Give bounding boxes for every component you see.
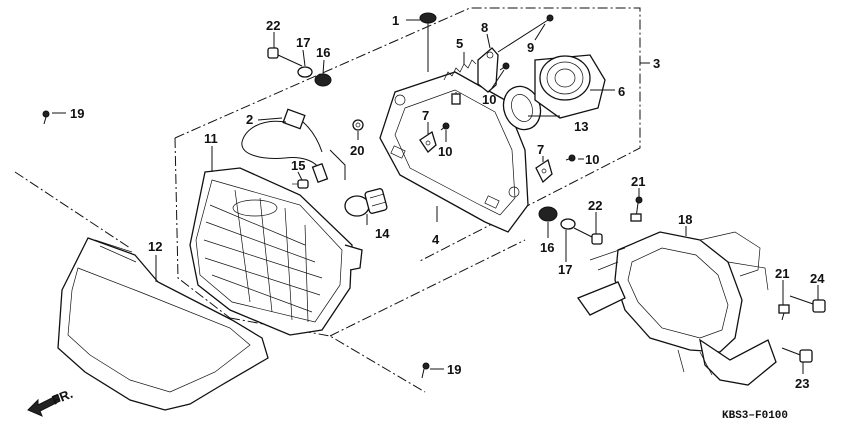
callout-1: 1	[392, 13, 399, 28]
adjusting-screw	[497, 14, 554, 53]
callout-5: 5	[456, 36, 463, 51]
screw-19-upper	[42, 110, 50, 125]
grommet	[419, 12, 461, 105]
callout-24: 24	[810, 271, 825, 286]
callout-16a: 16	[316, 45, 330, 60]
headlight-bracket	[379, 71, 529, 233]
screw-10c	[565, 154, 576, 162]
callout-22b: 22	[588, 198, 602, 213]
washer-17-lower	[560, 218, 576, 230]
grommet-16-lower	[538, 206, 558, 222]
socket-and-boot	[502, 54, 606, 131]
callout-12: 12	[148, 239, 162, 254]
adjusting-spring	[443, 59, 477, 81]
callout-17b: 17	[558, 262, 572, 277]
callout-10c: 10	[585, 152, 599, 167]
callout-10b: 10	[438, 144, 452, 159]
headlight-stay	[576, 231, 777, 386]
callout-14: 14	[375, 226, 390, 241]
assembly-outline	[14, 7, 650, 393]
headlight-bulb	[344, 188, 388, 217]
front-arrow-icon	[27, 394, 61, 417]
headlight-cover	[57, 237, 269, 411]
callout-19a: 19	[70, 106, 84, 121]
callout-17a: 17	[296, 35, 310, 50]
callout-3: 3	[653, 56, 660, 71]
front-direction-label: FR.	[50, 386, 75, 408]
callout-22a: 22	[266, 18, 280, 33]
headlight-unit	[189, 167, 363, 336]
clip-7a	[419, 130, 437, 153]
bolt-24	[789, 295, 826, 313]
callout-21b: 21	[775, 266, 789, 281]
callout-19b: 19	[447, 362, 461, 377]
callout-15: 15	[291, 158, 305, 173]
screw-10a	[499, 62, 510, 71]
bolt-23	[781, 347, 813, 363]
headlight-lens-ribs	[203, 189, 323, 323]
callout-13: 13	[574, 119, 588, 134]
callout-21a: 21	[631, 174, 645, 189]
callout-18: 18	[678, 212, 692, 227]
callout-20: 20	[350, 143, 364, 158]
bolt-22-upper	[267, 47, 303, 67]
washer-17-upper	[297, 66, 313, 78]
callout-6: 6	[618, 84, 625, 99]
clip-7b	[535, 158, 553, 184]
bolt-22-lower	[573, 227, 603, 245]
callout-2: 2	[246, 112, 253, 127]
callout-9: 9	[527, 40, 534, 55]
bolt-21-upper	[630, 196, 643, 222]
callout-10a: 10	[482, 92, 496, 107]
callout-4: 4	[432, 232, 440, 247]
callout-7b: 7	[537, 142, 544, 157]
adjuster-bracket	[477, 47, 499, 93]
callout-11: 11	[204, 131, 218, 146]
front-direction-indicator: FR.	[27, 386, 75, 417]
position-bulb	[292, 179, 309, 189]
bolt-21-lower	[778, 304, 790, 321]
screw-19-lower	[421, 362, 430, 379]
grommet-16-upper	[314, 73, 332, 87]
callout-16b: 16	[540, 240, 554, 255]
screw-10b	[440, 122, 450, 131]
diagram-reference-code: KBS3–F0100	[722, 410, 788, 422]
callouts: 1 2 3 4 5 6 7 7 8 9 10 10 10 11 12 13 14…	[70, 13, 825, 391]
callout-8: 8	[481, 20, 488, 35]
leader-lines	[52, 19, 819, 374]
nut-20	[352, 119, 364, 131]
callout-23: 23	[795, 376, 809, 391]
callout-7a: 7	[422, 108, 429, 123]
wire-harness	[241, 108, 346, 184]
